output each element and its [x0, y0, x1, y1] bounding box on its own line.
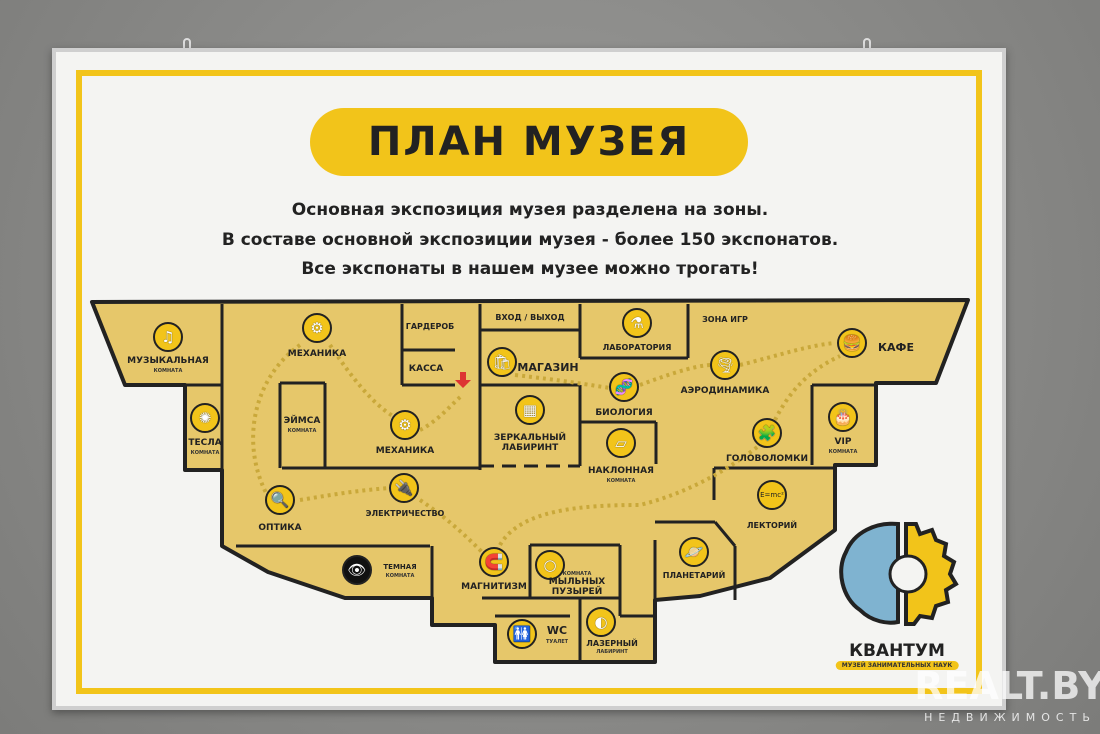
- room-optics: ОПТИКА: [258, 523, 302, 533]
- room-mechanics-1: МЕХАНИКА: [287, 349, 347, 359]
- room-entrance-exit: ВХОД / ВЫХОД: [495, 313, 565, 322]
- room-mechanics-2: МЕХАНИКА: [375, 446, 435, 456]
- room-laboratory: ЛАБОРАТОРИЯ: [602, 343, 672, 352]
- room-tesla-sub: КОМНАТА: [190, 450, 220, 456]
- room-electricity: ЭЛЕКТРИЧЕСТВО: [365, 509, 445, 518]
- flask-icon: ⚗: [622, 308, 652, 338]
- shopping-bag-icon: 🛍: [487, 347, 517, 377]
- room-aerodynamics: АЭРОДИНАМИКА: [680, 386, 770, 396]
- floor-outline: [90, 298, 970, 664]
- room-bubbles-2: ПУЗЫРЕЙ: [551, 587, 603, 597]
- footprint-paths: [251, 341, 841, 557]
- restroom-icon: 🚻: [507, 619, 537, 649]
- you-are-here-arrow-icon: [455, 372, 471, 388]
- room-bubbles: МЫЛЬНЫХ: [548, 577, 606, 587]
- intro-line: В составе основной экспозиции музея - бо…: [221, 230, 839, 250]
- plug-icon: 🔌: [389, 473, 419, 503]
- intro-line: Все экспонаты в нашем музее можно трогат…: [301, 259, 759, 279]
- intro-line: Основная экспозиция музея разделена на з…: [291, 200, 769, 220]
- room-puzzles: ГОЛОВОЛОМКИ: [726, 454, 808, 464]
- music-note-icon: ♫: [153, 322, 183, 352]
- logo-name: КВАНТУМ: [849, 641, 945, 661]
- room-laser-maze: ЛАЗЕРНЫЙ: [586, 639, 638, 648]
- room-music-sub: КОМНАТА: [153, 368, 183, 374]
- magnifier-icon: 🔍: [265, 485, 295, 515]
- room-vip-sub: КОМНАТА: [828, 449, 858, 455]
- room-wc: WC: [546, 624, 568, 637]
- room-tilted: НАКЛОННАЯ: [588, 466, 654, 476]
- room-wardrobe: ГАРДЕРОБ: [405, 322, 455, 331]
- gear-icon: ⚙: [302, 313, 332, 343]
- room-mirror-maze: ЗЕРКАЛЬНЫЙ: [493, 433, 567, 443]
- plasma-ball-icon: ✺: [190, 403, 220, 433]
- maze-icon: ▦: [515, 395, 545, 425]
- bubbles-icon: ○: [535, 550, 565, 580]
- laser-icon: ◐: [586, 607, 616, 637]
- tornado-icon: 🌪: [710, 350, 740, 380]
- room-ames-sub: КОМНАТА: [287, 428, 317, 434]
- formula-icon: E=mc²: [757, 480, 787, 510]
- sign-border: [76, 70, 982, 694]
- logo-tagline: МУЗЕЙ ЗАНИМАТЕЛЬНЫХ НАУК: [835, 661, 959, 670]
- room-vip: VIP: [834, 437, 852, 447]
- room-cafe: КАФЕ: [878, 341, 914, 354]
- room-shop: МАГАЗИН: [517, 361, 579, 374]
- room-wc-sub: ТУАЛЕТ: [545, 639, 569, 645]
- room-music: МУЗЫКАЛЬНАЯ: [127, 356, 209, 366]
- room-dark-sub: КОМНАТА: [385, 573, 415, 579]
- room-ames: ЭЙМСА: [283, 416, 321, 426]
- watermark-sub: НЕДВИЖИМОСТЬ: [924, 711, 1096, 724]
- gear-icon: ⚙: [390, 410, 420, 440]
- puzzle-icon: 🧩: [752, 418, 782, 448]
- kvantum-logo-icon: [839, 521, 959, 626]
- cake-icon: 🎂: [828, 402, 858, 432]
- room-planetarium: ПЛАНЕТАРИЙ: [662, 571, 726, 580]
- room-dark: ТЕМНАЯ: [383, 563, 417, 571]
- eye-icon: 👁: [342, 555, 372, 585]
- room-cashier: КАССА: [408, 364, 444, 374]
- room-biology: БИОЛОГИЯ: [595, 408, 653, 418]
- room-magnetism: МАГНИТИЗМ: [461, 582, 527, 592]
- magnet-icon: 🧲: [479, 547, 509, 577]
- room-bubbles-sub: КОМНАТА: [562, 571, 592, 577]
- watermark-brand: REALT.BY: [914, 664, 1100, 708]
- tilted-room-icon: ▱: [606, 428, 636, 458]
- room-lecture: ЛЕКТОРИЙ: [746, 521, 798, 530]
- interior-walls: [125, 304, 876, 662]
- room-tesla: ТЕСЛА: [188, 438, 222, 448]
- room-mirror-maze-2: ЛАБИРИНТ: [501, 443, 559, 453]
- room-laser-maze-sub: ЛАБИРИНТ: [596, 649, 628, 655]
- room-tilted-sub: КОМНАТА: [606, 478, 636, 484]
- planet-icon: 🪐: [679, 537, 709, 567]
- burger-drink-icon: 🍔: [837, 328, 867, 358]
- room-game-zone: ЗОНА ИГР: [702, 315, 748, 324]
- sign-title: ПЛАН МУЗЕЯ: [310, 108, 748, 176]
- dna-icon: 🧬: [609, 372, 639, 402]
